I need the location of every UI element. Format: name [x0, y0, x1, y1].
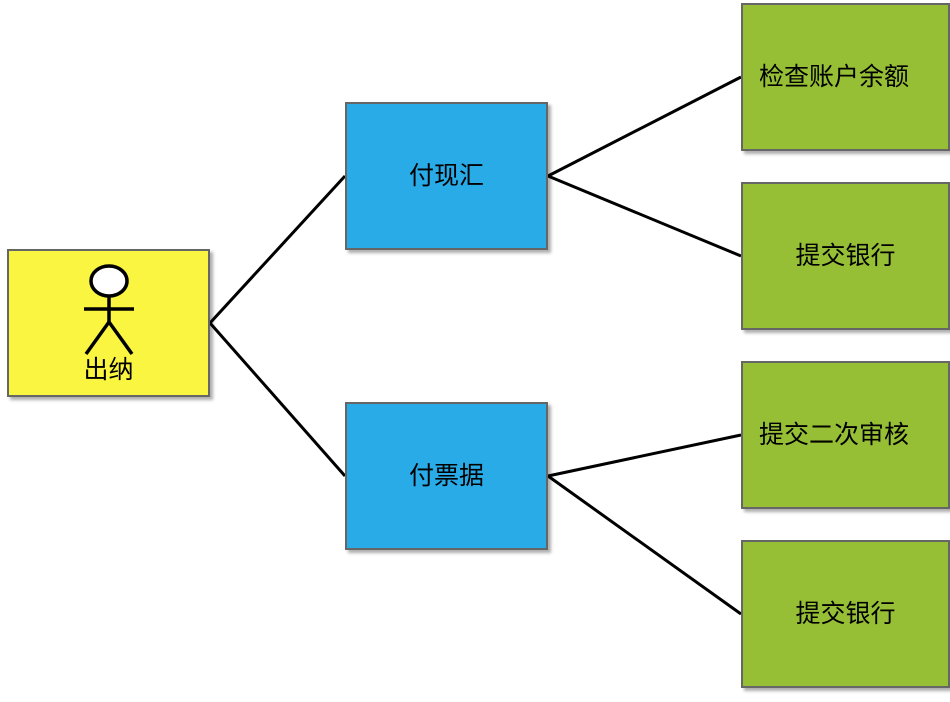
process-label-fu-piao-ju: 付票据 — [408, 461, 484, 491]
task-label-check-balance: 检查账户余额 — [759, 62, 910, 92]
task-node-submit-bank-1[interactable]: 提交银行 — [741, 182, 950, 330]
actor-label: 出纳 — [83, 355, 134, 385]
process-node-fu-piao-ju[interactable]: 付票据 — [345, 402, 548, 550]
process-node-fu-xian-hui[interactable]: 付现汇 — [345, 102, 548, 250]
task-label-submit-second-review: 提交二次审核 — [759, 420, 910, 450]
task-node-submit-second-review[interactable]: 提交二次审核 — [741, 361, 950, 509]
task-label-submit-bank-1: 提交银行 — [795, 241, 896, 271]
process-label-fu-xian-hui: 付现汇 — [408, 161, 484, 191]
stick-figure-icon — [83, 264, 134, 356]
actor-node-chu-na[interactable]: 出纳 — [7, 249, 210, 397]
edge-fu-xian-hui-to-check-balance — [547, 75, 742, 178]
edge-actor-to-fu-xian-hui — [208, 174, 347, 325]
edge-fu-piao-ju-to-submit-bank — [547, 474, 742, 616]
task-node-check-balance[interactable]: 检查账户余额 — [741, 3, 950, 151]
edge-fu-piao-ju-to-second-review — [547, 433, 742, 478]
task-label-submit-bank-2: 提交银行 — [795, 599, 896, 629]
task-node-submit-bank-2[interactable]: 提交银行 — [741, 540, 950, 688]
edge-fu-xian-hui-to-submit-bank — [547, 174, 742, 258]
edge-actor-to-fu-piao-ju — [208, 322, 347, 477]
